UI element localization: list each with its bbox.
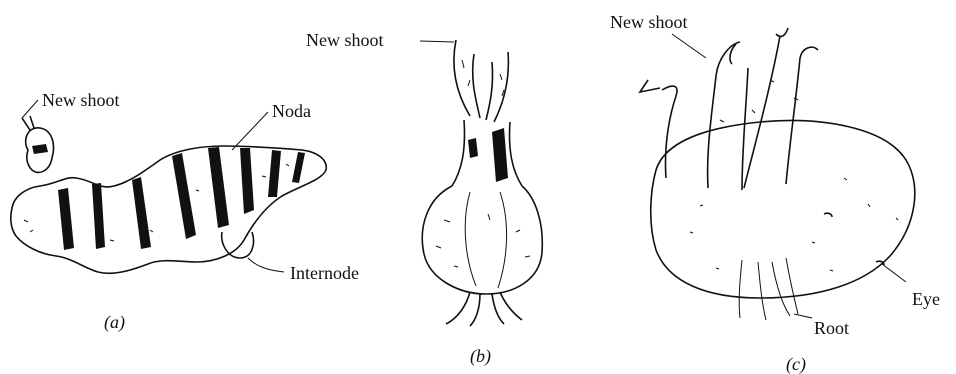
figure-a-node-label: Noda: [272, 101, 311, 121]
figure-b-new-shoot-label: New shoot: [306, 30, 384, 50]
figure-c-root-label: Root: [814, 318, 849, 338]
figure-a-caption: (a): [104, 312, 125, 333]
figure-b-caption: (b): [470, 346, 491, 367]
figure-c-caption: (c): [786, 354, 806, 374]
onion-bulb-illustration: [420, 40, 542, 326]
figure-a-internode-label: Internode: [290, 263, 359, 283]
figure-a-new-shoot-label: New shoot: [42, 90, 120, 110]
ginger-rhizome-illustration: [11, 100, 326, 273]
figure-c-new-shoot-label: New shoot: [610, 12, 688, 32]
figure-c-eye-label: Eye: [912, 289, 940, 309]
potato-tuber-illustration: [640, 28, 915, 320]
